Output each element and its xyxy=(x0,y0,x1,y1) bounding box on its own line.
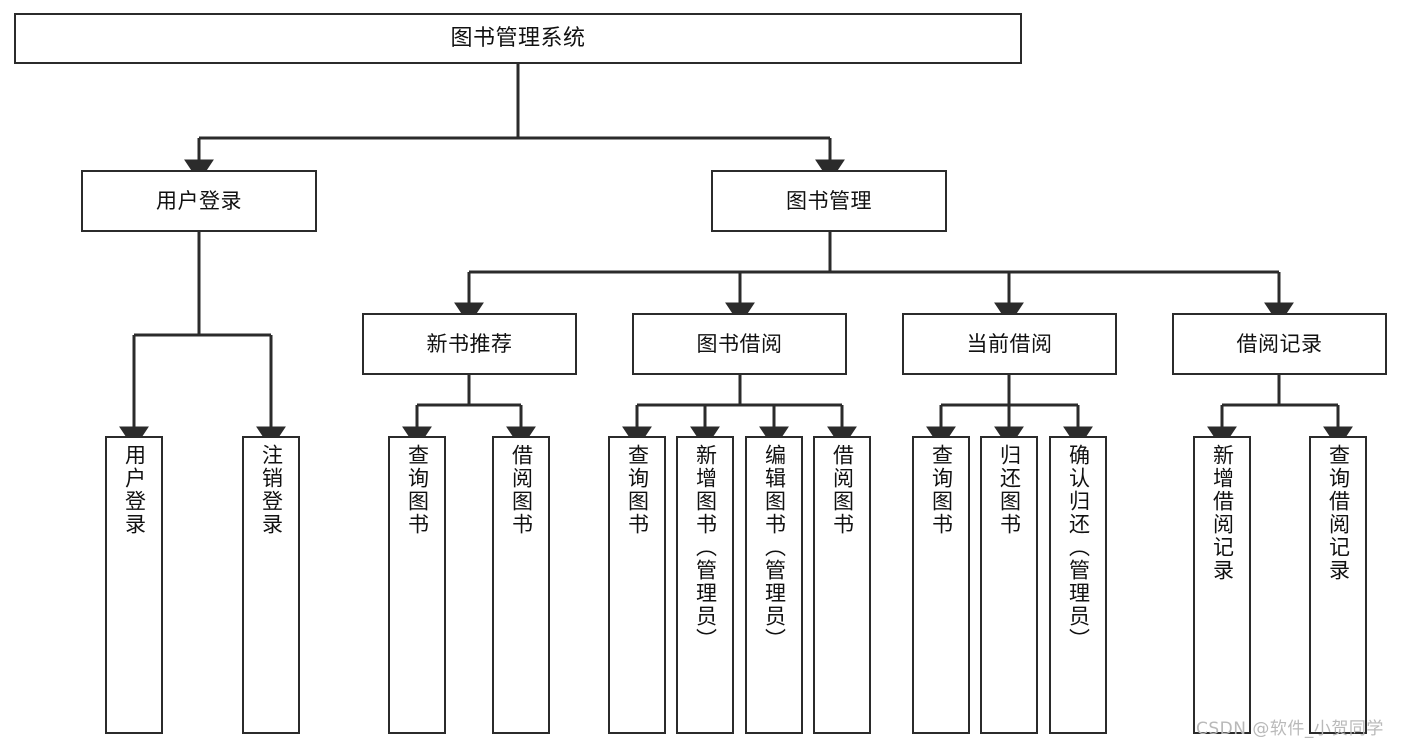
node-leaf-return-book[interactable]: 归还图书 xyxy=(980,436,1038,734)
node-user-login-label: 用户登录 xyxy=(156,188,242,213)
node-leaf-borrow-book-1[interactable]: 借阅图书 xyxy=(492,436,550,734)
node-book-borrow-label: 图书借阅 xyxy=(696,331,783,356)
node-leaf-borrow-book-2[interactable]: 借阅图书 xyxy=(813,436,871,734)
node-leaf-logout-login[interactable]: 注销登录 xyxy=(242,436,300,734)
node-leaf-add-book[interactable]: 新增图书（管理员） xyxy=(676,436,734,734)
node-leaf-confirm-return[interactable]: 确认归还（管理员） xyxy=(1049,436,1107,734)
node-new-book-recommend[interactable]: 新书推荐 xyxy=(362,313,577,375)
node-leaf-edit-book[interactable]: 编辑图书（管理员） xyxy=(745,436,803,734)
node-leaf-query-borrow-record[interactable]: 查询借阅记录 xyxy=(1309,436,1367,734)
node-leaf-borrow-book-1-label: 借阅图书 xyxy=(509,444,534,536)
node-leaf-user-login[interactable]: 用户登录 xyxy=(105,436,163,734)
node-current-borrow[interactable]: 当前借阅 xyxy=(902,313,1117,375)
node-new-book-recommend-label: 新书推荐 xyxy=(426,331,513,356)
node-leaf-return-book-label: 归还图书 xyxy=(997,444,1022,536)
csdn-watermark: CSDN @软件_小贺同学 xyxy=(1196,719,1384,739)
node-current-borrow-label: 当前借阅 xyxy=(966,331,1053,356)
node-leaf-add-borrow-record-label: 新增借阅记录 xyxy=(1210,444,1235,582)
node-leaf-query-book-2-label: 查询图书 xyxy=(625,444,650,536)
node-leaf-borrow-book-2-label: 借阅图书 xyxy=(830,444,855,536)
node-leaf-logout-login-label: 注销登录 xyxy=(259,444,284,536)
node-leaf-edit-book-label: 编辑图书（管理员） xyxy=(762,444,787,651)
node-root-system-label: 图书管理系统 xyxy=(450,25,586,51)
node-leaf-query-book-1[interactable]: 查询图书 xyxy=(388,436,446,734)
node-leaf-add-book-label: 新增图书（管理员） xyxy=(693,444,718,651)
node-leaf-query-book-3-label: 查询图书 xyxy=(929,444,954,536)
node-leaf-confirm-return-label: 确认归还（管理员） xyxy=(1066,444,1091,651)
node-leaf-query-book-1-label: 查询图书 xyxy=(405,444,430,536)
node-leaf-add-borrow-record[interactable]: 新增借阅记录 xyxy=(1193,436,1251,734)
node-user-login[interactable]: 用户登录 xyxy=(81,170,317,232)
node-book-management-label: 图书管理 xyxy=(786,188,872,213)
node-root-system[interactable]: 图书管理系统 xyxy=(14,13,1022,64)
node-book-management[interactable]: 图书管理 xyxy=(711,170,947,232)
node-leaf-query-borrow-record-label: 查询借阅记录 xyxy=(1326,444,1351,582)
node-leaf-user-login-label: 用户登录 xyxy=(122,444,147,536)
node-borrow-record[interactable]: 借阅记录 xyxy=(1172,313,1387,375)
node-leaf-query-book-2[interactable]: 查询图书 xyxy=(608,436,666,734)
node-borrow-record-label: 借阅记录 xyxy=(1236,331,1323,356)
node-book-borrow[interactable]: 图书借阅 xyxy=(632,313,847,375)
node-leaf-query-book-3[interactable]: 查询图书 xyxy=(912,436,970,734)
